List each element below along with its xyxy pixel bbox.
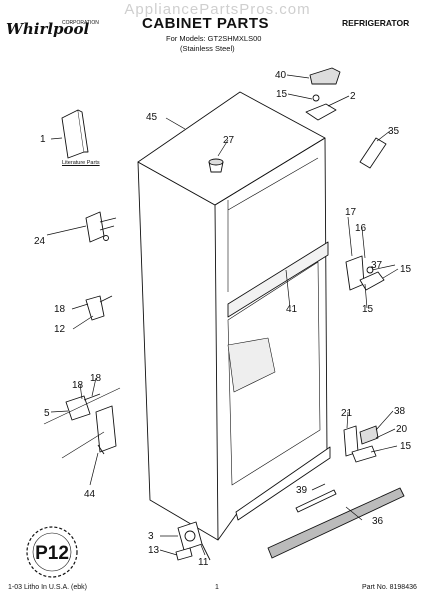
callout-15: 15 xyxy=(400,264,412,275)
brand-subtitle: CORPORATION xyxy=(62,20,99,26)
cabinet-right-edge xyxy=(217,137,328,541)
appliance-type: REFRIGERATOR xyxy=(342,18,410,28)
door-handle-icon xyxy=(95,405,117,453)
callout-15: 15 xyxy=(362,304,374,315)
callout-12: 12 xyxy=(54,324,66,335)
hinge-pin-icon xyxy=(85,295,105,321)
top-hinge-icon xyxy=(305,103,337,121)
hinge-cover-icon xyxy=(309,67,341,85)
callout-11: 11 xyxy=(198,557,209,568)
callout-39: 39 xyxy=(296,485,308,496)
callout-13: 13 xyxy=(148,545,160,556)
callout-3: 3 xyxy=(148,531,154,542)
p12-stamp: P12 xyxy=(26,526,78,578)
callout-24: 24 xyxy=(34,236,46,247)
callout-44: 44 xyxy=(84,489,96,500)
footer-part-number: Part No. 8198436 xyxy=(362,584,417,591)
variant-line: (Stainless Steel) xyxy=(180,44,235,53)
callout-41: 41 xyxy=(286,304,298,315)
grommet-icon xyxy=(208,158,224,166)
whirlpool-logo: Whirlpool xyxy=(6,20,90,38)
callout-17: 17 xyxy=(345,207,357,218)
callout-38: 38 xyxy=(394,406,406,417)
callout-35: 35 xyxy=(388,126,400,137)
leveling-leg-icon xyxy=(359,425,379,445)
footer-litho: 1-03 Litho In U.S.A. (ebk) xyxy=(8,584,87,591)
callout-36: 36 xyxy=(372,516,384,527)
callout-18: 18 xyxy=(90,373,102,384)
callout-37: 37 xyxy=(371,260,383,271)
svg-text:P12: P12 xyxy=(35,543,69,564)
callout-15: 15 xyxy=(400,441,412,452)
cabinet-interior xyxy=(227,261,321,486)
toe-grille-icon xyxy=(267,487,405,559)
callout-5: 5 xyxy=(44,408,50,419)
callout-18: 18 xyxy=(72,380,84,391)
divider-rail xyxy=(227,241,329,318)
callout-1: 1 xyxy=(40,134,46,145)
page-title: CABINET PARTS xyxy=(142,15,270,32)
callout-40: 40 xyxy=(275,70,287,81)
callout-16: 16 xyxy=(355,223,367,234)
hinge-bracket-icon xyxy=(85,211,105,243)
callout-2: 2 xyxy=(350,91,356,102)
door-stop-icon xyxy=(359,137,387,169)
callout-21: 21 xyxy=(341,408,353,419)
center-hinge-icon xyxy=(345,255,365,291)
models-line: For Models: GT2SHMXLS00 xyxy=(166,34,262,43)
callout-20: 20 xyxy=(396,424,408,435)
cabinet-front xyxy=(137,161,219,541)
callout-18: 18 xyxy=(54,304,66,315)
callout-15: 15 xyxy=(276,89,288,100)
callout-45: 45 xyxy=(146,112,158,123)
footer-page-number: 1 xyxy=(215,584,219,591)
callout-27: 27 xyxy=(223,135,235,146)
watermark-text: AppliancePartsPros.com xyxy=(124,1,311,18)
literature-parts-label: Literature Parts xyxy=(62,160,100,166)
